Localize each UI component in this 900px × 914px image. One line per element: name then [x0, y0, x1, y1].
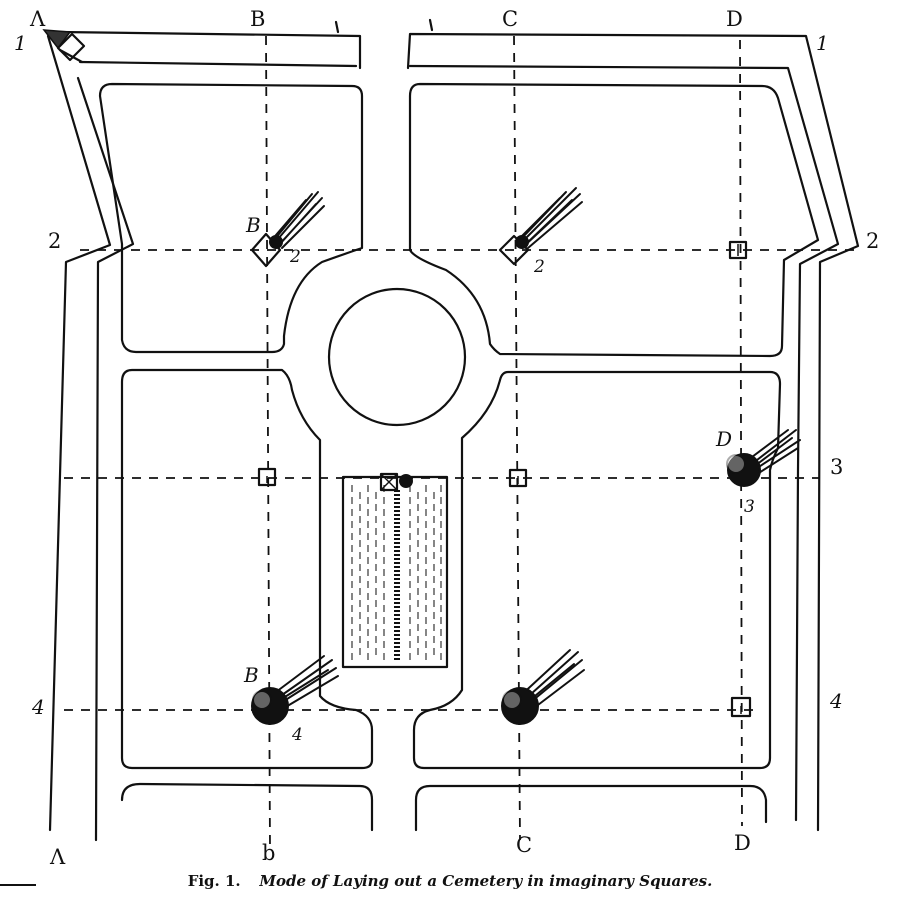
marker-annotations: B 2 2 D 3 B 4: [243, 213, 755, 745]
row-label-3-right: 3: [830, 455, 843, 479]
figure-caption: Fig. 1. Mode of Laying out a Cemetery in…: [0, 872, 900, 890]
annot-d3-letter: D: [715, 427, 732, 451]
plot-bottom-right: [414, 784, 768, 832]
marker-c3: [508, 468, 528, 488]
annot-b4-num: 4: [291, 725, 303, 745]
shrub-d3: [726, 429, 801, 487]
row-label-1-left: 1: [14, 31, 27, 55]
marker-b3: [257, 467, 277, 487]
plot-top-right: [408, 82, 820, 358]
row-label-1-right: 1: [816, 31, 829, 55]
shrub-b4: [251, 655, 339, 725]
annot-b2-letter: B: [245, 213, 261, 237]
shrub-c4: [501, 649, 585, 725]
marker-d2: [728, 240, 748, 260]
grid-line-d: [739, 39, 743, 827]
col-label-d-top: D: [726, 7, 743, 31]
plot-bottom-left: [120, 782, 374, 832]
plot-mid-left: [120, 368, 374, 770]
grid-labels: Λ B C D Λ b C D 1 1 2 2 3 4 4: [14, 7, 879, 869]
margin-rule: [0, 884, 36, 886]
annot-d3-num: 3: [744, 497, 755, 517]
central-strip: [341, 472, 449, 669]
col-label-d-bottom: D: [734, 831, 751, 855]
row-label-2-right: 2: [866, 229, 879, 253]
boundary-walls: [46, 18, 860, 842]
row-label-4-right: 4: [829, 689, 843, 713]
row-label-2-left: 2: [48, 229, 61, 253]
col-label-a-bottom: Λ: [49, 845, 66, 869]
square-markers: [257, 240, 752, 718]
grid-line-b: [265, 35, 271, 851]
row-label-4-left: 4: [31, 695, 45, 719]
col-label-b-bottom: b: [262, 841, 275, 865]
annot-b2-num: 2: [289, 247, 301, 267]
corner-lodge: [42, 29, 86, 64]
shrubs: [251, 187, 801, 725]
annot-b4-letter: B: [243, 663, 259, 687]
marker-d4: [730, 696, 752, 718]
col-label-a-top: Λ: [29, 7, 46, 31]
caption-title: Mode of Laying out a Cemetery in imagina…: [259, 872, 713, 890]
shrub-c2: [515, 187, 583, 249]
caption-figure-number: Fig. 1.: [187, 872, 241, 890]
col-label-c-bottom: C: [516, 833, 532, 857]
col-label-b-top: B: [250, 7, 265, 31]
plot-top-left: [98, 82, 364, 354]
annot-c2-num: 2: [533, 257, 545, 277]
central-circle: [327, 287, 467, 427]
plot-mid-right: [412, 370, 782, 770]
col-label-c-top: C: [502, 7, 518, 31]
shrub-b2: [269, 191, 325, 249]
plots: [98, 82, 820, 832]
